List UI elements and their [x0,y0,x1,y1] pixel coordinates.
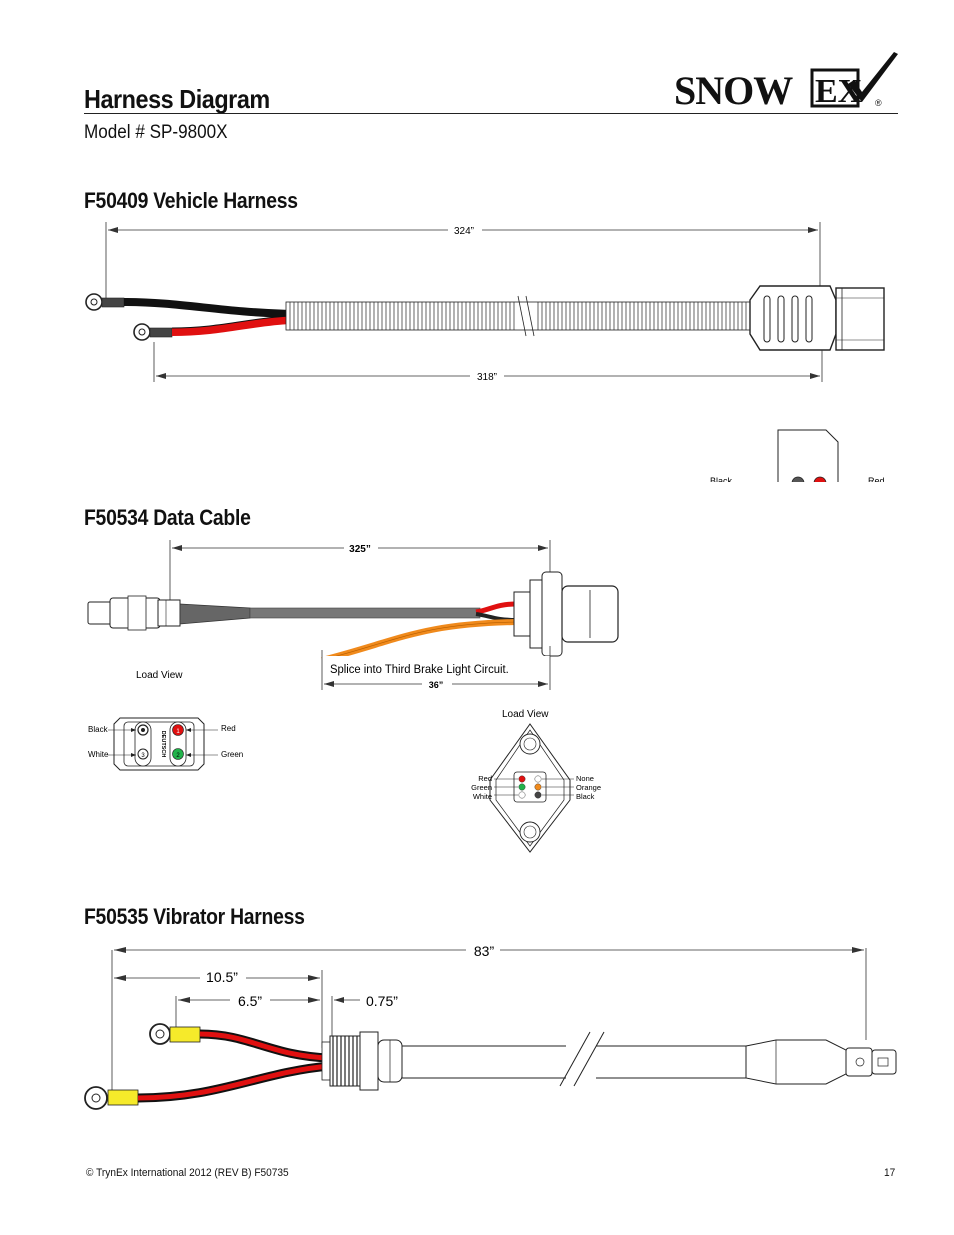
deutsch-plug [87,595,181,631]
left-pin-green: Green [221,750,243,759]
splice-note: Splice into Third Brake Light Circuit. [330,663,509,676]
section-title-vehicle-harness: F50409 Vehicle Harness [84,188,298,213]
svg-text:1: 1 [176,729,180,735]
data-cable-diagram: 325” Splice into Third Brake Light Circu… [87,540,619,853]
load-view-6pin-connector [489,723,571,853]
dim-label-10-5: 10.5” [206,969,238,985]
pin-label-black: Black [710,476,733,486]
right-pin-orange: Orange [576,783,601,792]
svg-text:3: 3 [141,753,145,759]
vehicle-pinout-view: Black Red [710,429,885,486]
red-wire [171,316,291,336]
load-view-deutsch-4pin: 3 1 2 DEUTSCH [113,717,205,771]
vehicle-harness-diagram: 324” 318” Black Red [85,222,910,492]
snowex-logo: SNOW EX ® [674,52,898,113]
left-pin-black: Black [88,725,109,734]
dim-label-83: 83” [474,943,495,959]
vibrator-end-connector [745,1039,897,1085]
right-pin-red: Red [478,774,492,783]
right-pin-black: Black [576,792,595,801]
load-view-label-left: Load View [136,670,183,681]
left-pin-white: White [88,750,109,759]
header-rule [84,113,898,114]
page-number: 17 [884,1167,896,1179]
vehicle-connector [749,285,885,351]
section-title-vibrator-harness: F50535 Vibrator Harness [84,904,305,929]
strain-relief-fitting [321,1031,403,1091]
load-view-label-right: Load View [502,709,549,720]
dim-label-36: 36” [429,680,444,690]
black-wire [123,298,291,318]
checkmark-icon [848,52,898,102]
dim-label-325: 325” [349,544,371,555]
data-tail-connector [513,571,619,657]
right-pin-none: None [576,774,594,783]
pin-label-red: Red [868,476,885,486]
data-red-wire [475,601,517,615]
dim-label-318: 318” [477,372,497,383]
section-title-data-cable: F50534 Data Cable [84,505,251,530]
dim-label-0-75: 0.75” [366,993,398,1009]
left-pin-red: Red [221,724,236,733]
svg-text:2: 2 [176,753,180,759]
logo-registered: ® [875,98,882,108]
vibrator-harness-diagram: 83” 10.5” 6.5” 0.75” [84,943,897,1110]
dim-label-6-5: 6.5” [238,993,262,1009]
model-number: Model # SP-9800X [84,122,228,143]
logo-text-snow: SNOW [674,68,793,113]
deutsch-label: DEUTSCH [160,731,166,758]
page-title: Harness Diagram [84,84,270,114]
right-pin-green: Green [471,783,492,792]
dim-label-324: 324” [454,226,474,237]
right-pin-white: White [473,792,492,801]
footer-copyright: © TrynEx International 2012 (REV B) F507… [86,1167,289,1179]
